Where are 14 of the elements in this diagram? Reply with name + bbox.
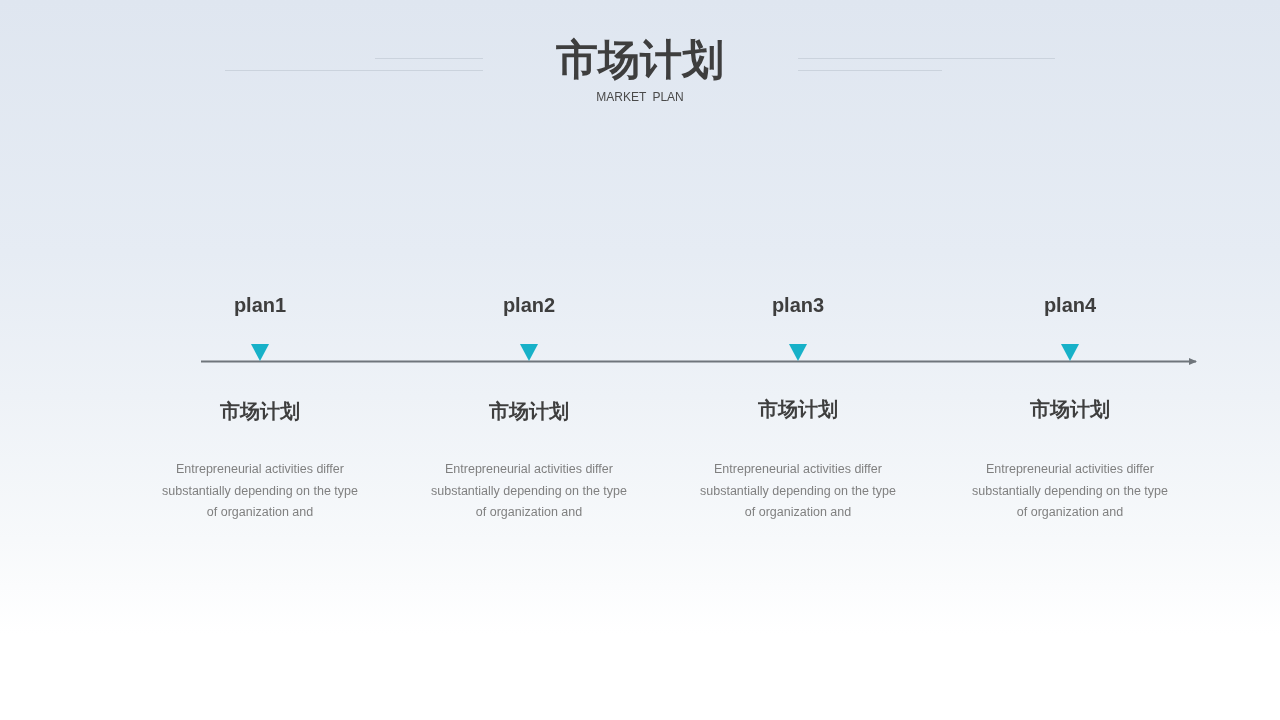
plan-heading: plan2	[502, 293, 556, 317]
plan-subheading: 市场计划	[220, 399, 300, 423]
subtitle: MARKET PLAN	[596, 90, 684, 104]
plan-subheading: 市场计划	[489, 399, 569, 423]
plan-description: Entrepreneurial activities differ substantially depending on the type of organization and	[162, 461, 358, 521]
title: 市场计划	[556, 36, 724, 84]
plan-description: Entrepreneurial activities differ substantially depending on the type of organization and	[972, 461, 1168, 521]
plan-heading: plan4	[1043, 293, 1097, 317]
plan-subheading: 市场计划	[758, 397, 838, 421]
plan-subheading: 市场计划	[1030, 397, 1110, 421]
plan-description: Entrepreneurial activities differ substantially depending on the type of organization and	[431, 461, 627, 521]
plan-description: Entrepreneurial activities differ substantially depending on the type of organization and	[700, 461, 896, 521]
plan-heading: plan3	[771, 293, 825, 317]
plan-heading: plan1	[233, 293, 287, 317]
